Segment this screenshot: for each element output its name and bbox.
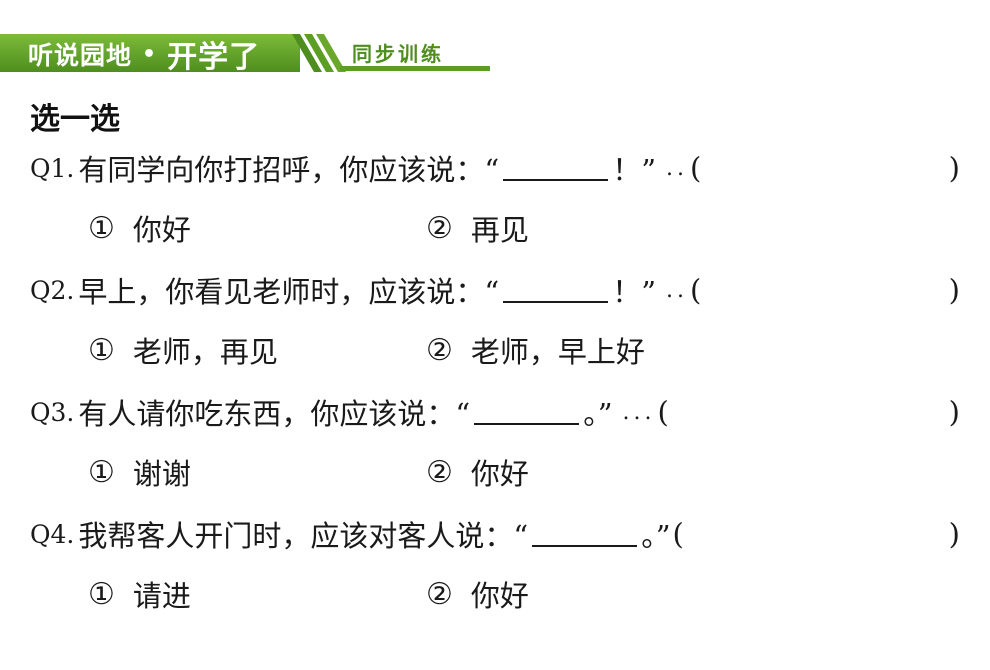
answer-paren-close: )	[948, 395, 960, 429]
leader-dots: ...	[622, 399, 656, 425]
header-subtitle: 开学了	[167, 40, 261, 75]
option-mark: ②	[426, 210, 453, 246]
option-mark: ②	[426, 454, 453, 490]
option-text: 请进	[132, 579, 191, 613]
question-ending: 。”	[583, 397, 613, 431]
options-row: ① 谢谢 ② 你好	[88, 450, 788, 494]
header-title-group: 听说园地 • 开学了	[28, 37, 260, 75]
answer-paren-close: )	[948, 273, 960, 307]
question-row: Q1. 有同学向你打招呼，你应该说：“ ！” .. ( )	[30, 146, 960, 190]
option-mark: ①	[88, 210, 115, 246]
question-text: 有同学向你打招呼，你应该说：“	[78, 153, 500, 187]
answer-blank[interactable]	[474, 399, 580, 425]
answer-paren-open: (	[690, 273, 702, 307]
question-number: Q2.	[30, 275, 75, 305]
question-ending: ！”	[612, 153, 657, 187]
option-text: 你好	[132, 213, 191, 247]
question-text: 早上，你看见老师时，应该说：“	[78, 275, 500, 309]
header-separator: •	[142, 41, 158, 67]
question-row: Q3. 有人请你吃东西，你应该说：“ 。” ... ( )	[30, 390, 960, 434]
option-1[interactable]: ① 老师，再见	[88, 328, 278, 372]
section-title: 选一选	[30, 102, 120, 137]
question-row: Q2. 早上，你看见老师时，应该说：“ ！” .. ( )	[30, 268, 960, 312]
option-mark: ②	[426, 576, 453, 612]
option-text: 老师，早上好	[470, 335, 645, 369]
stripes-decoration-icon	[292, 34, 346, 72]
option-text: 谢谢	[132, 457, 191, 491]
answer-paren-close: )	[948, 517, 960, 551]
options-row: ① 老师，再见 ② 老师，早上好	[88, 328, 788, 372]
option-2[interactable]: ② 再见	[426, 206, 529, 250]
option-text: 老师，再见	[132, 335, 278, 369]
option-2[interactable]: ② 老师，早上好	[426, 328, 645, 372]
header-title: 听说园地	[28, 41, 133, 70]
answer-paren-open: (	[672, 517, 684, 551]
leader-dots: ..	[666, 155, 689, 181]
option-2[interactable]: ② 你好	[426, 572, 529, 616]
tag-underline	[340, 66, 490, 71]
question-number: Q1.	[30, 153, 75, 183]
question-ending: ！”	[612, 275, 657, 309]
option-text: 你好	[470, 457, 529, 491]
answer-blank[interactable]	[503, 277, 609, 303]
question-text: 有人请你吃东西，你应该说：“	[78, 397, 471, 431]
question-number: Q4.	[30, 519, 75, 549]
option-1[interactable]: ① 你好	[88, 206, 191, 250]
options-row: ① 你好 ② 再见	[88, 206, 788, 250]
option-1[interactable]: ① 谢谢	[88, 450, 191, 494]
option-text: 再见	[470, 213, 529, 247]
option-mark: ①	[88, 576, 115, 612]
answer-blank[interactable]	[503, 155, 609, 181]
option-mark: ②	[426, 332, 453, 368]
option-1[interactable]: ① 请进	[88, 572, 191, 616]
answer-paren-open: (	[690, 151, 702, 185]
option-text: 你好	[470, 579, 529, 613]
question-text: 我帮客人开门时，应该对客人说：“	[78, 519, 529, 553]
header-banner	[0, 34, 300, 72]
answer-blank[interactable]	[532, 521, 638, 547]
option-mark: ①	[88, 332, 115, 368]
option-mark: ①	[88, 454, 115, 490]
answer-paren-close: )	[948, 151, 960, 185]
question-row: Q4. 我帮客人开门时，应该对客人说：“ 。” ( )	[30, 512, 960, 556]
leader-dots: ..	[666, 277, 689, 303]
question-ending: 。”	[641, 519, 671, 553]
option-2[interactable]: ② 你好	[426, 450, 529, 494]
question-number: Q3.	[30, 397, 75, 427]
options-row: ① 请进 ② 你好	[88, 572, 788, 616]
practice-tag: 同步训练	[352, 42, 444, 66]
answer-paren-open: (	[657, 395, 669, 429]
